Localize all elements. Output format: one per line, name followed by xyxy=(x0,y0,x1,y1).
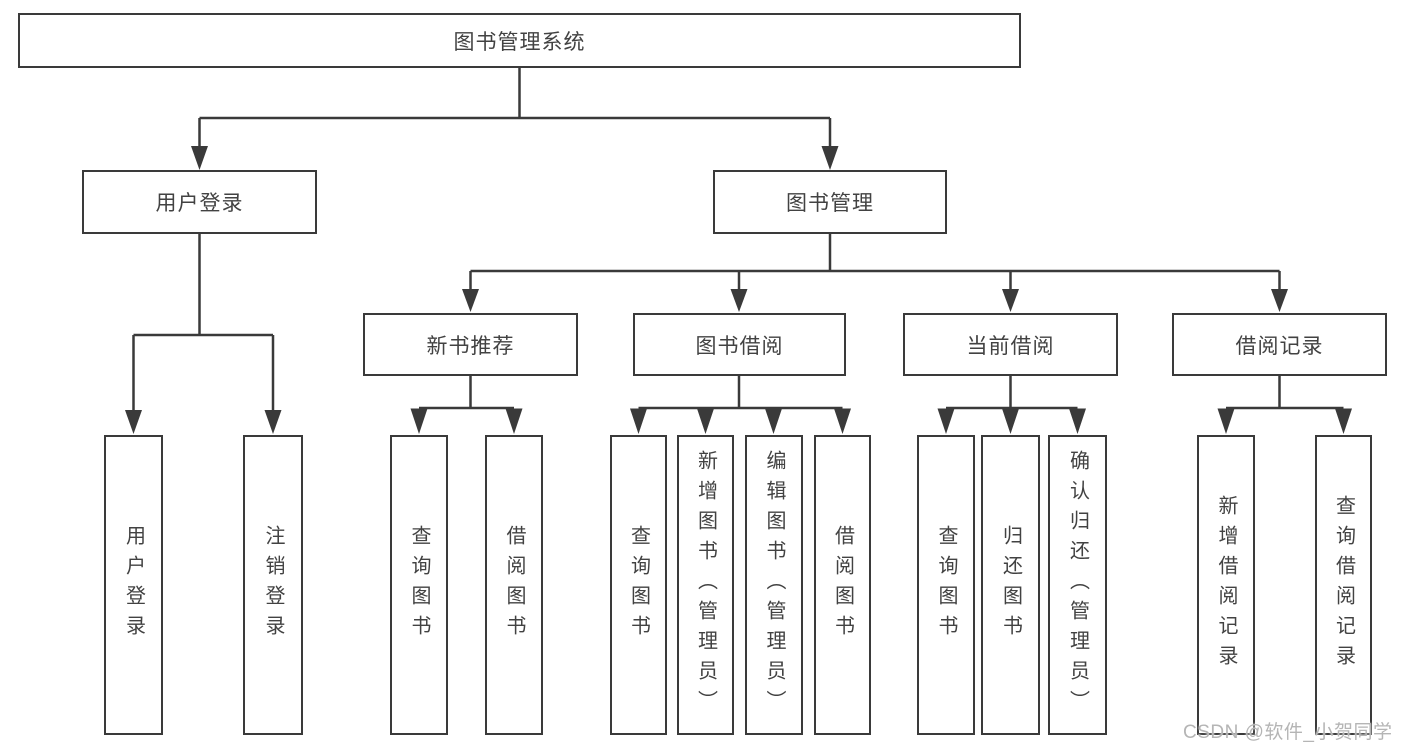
leaf-confirm-return-admin: 确认归还（管理员） xyxy=(1048,435,1107,735)
leaf-logout: 注销登录 xyxy=(243,435,303,735)
leaf-label: 归还图书 xyxy=(999,525,1022,645)
leaf-label: 查询借阅记录 xyxy=(1332,495,1355,675)
leaf-borrow-books: 借阅图书 xyxy=(814,435,871,735)
csdn-watermark: CSDN @软件_小贺同学 xyxy=(1183,722,1393,743)
leaf-label: 新增图书（管理员） xyxy=(694,450,717,720)
leaf-label: 编辑图书（管理员） xyxy=(763,450,785,720)
leaf-label: 确认归还（管理员） xyxy=(1066,450,1089,720)
node-label: 图书借阅 xyxy=(695,334,784,358)
node-current-borrowing: 当前借阅 xyxy=(903,313,1118,376)
node-label: 当前借阅 xyxy=(966,334,1055,358)
node-root-label: 图书管理系统 xyxy=(453,30,586,54)
node-borrow-records: 借阅记录 xyxy=(1172,313,1387,376)
node-label: 借阅记录 xyxy=(1235,334,1324,358)
leaf-user-login: 用户登录 xyxy=(104,435,163,735)
leaf-borrow-books-recommend: 借阅图书 xyxy=(485,435,543,735)
leaf-query-books-current: 查询图书 xyxy=(917,435,975,735)
leaf-return-books: 归还图书 xyxy=(981,435,1040,735)
leaf-query-books-recommend: 查询图书 xyxy=(390,435,448,735)
node-label: 图书管理 xyxy=(786,192,874,215)
leaf-query-borrow-record: 查询借阅记录 xyxy=(1315,435,1372,735)
leaf-label: 借阅图书 xyxy=(503,525,525,645)
node-new-book-recommend: 新书推荐 xyxy=(363,313,578,376)
node-label: 新书推荐 xyxy=(426,334,515,358)
leaf-label: 借阅图书 xyxy=(831,525,854,645)
leaf-label: 查询图书 xyxy=(627,525,650,645)
leaf-add-books-admin: 新增图书（管理员） xyxy=(677,435,734,735)
leaf-query-books-borrow: 查询图书 xyxy=(610,435,667,735)
leaf-add-borrow-record: 新增借阅记录 xyxy=(1197,435,1255,735)
node-user-login-branch: 用户登录 xyxy=(82,170,317,234)
node-label: 用户登录 xyxy=(155,192,244,215)
leaf-label: 用户登录 xyxy=(122,525,145,645)
node-book-borrowing: 图书借阅 xyxy=(633,313,846,376)
node-root: 图书管理系统 xyxy=(18,13,1021,68)
leaf-label: 注销登录 xyxy=(262,525,284,645)
leaf-edit-books-admin: 编辑图书（管理员） xyxy=(745,435,803,735)
leaf-label: 新增借阅记录 xyxy=(1215,495,1237,675)
node-book-management: 图书管理 xyxy=(713,170,947,234)
leaf-label: 查询图书 xyxy=(935,525,957,645)
leaf-label: 查询图书 xyxy=(408,525,430,645)
